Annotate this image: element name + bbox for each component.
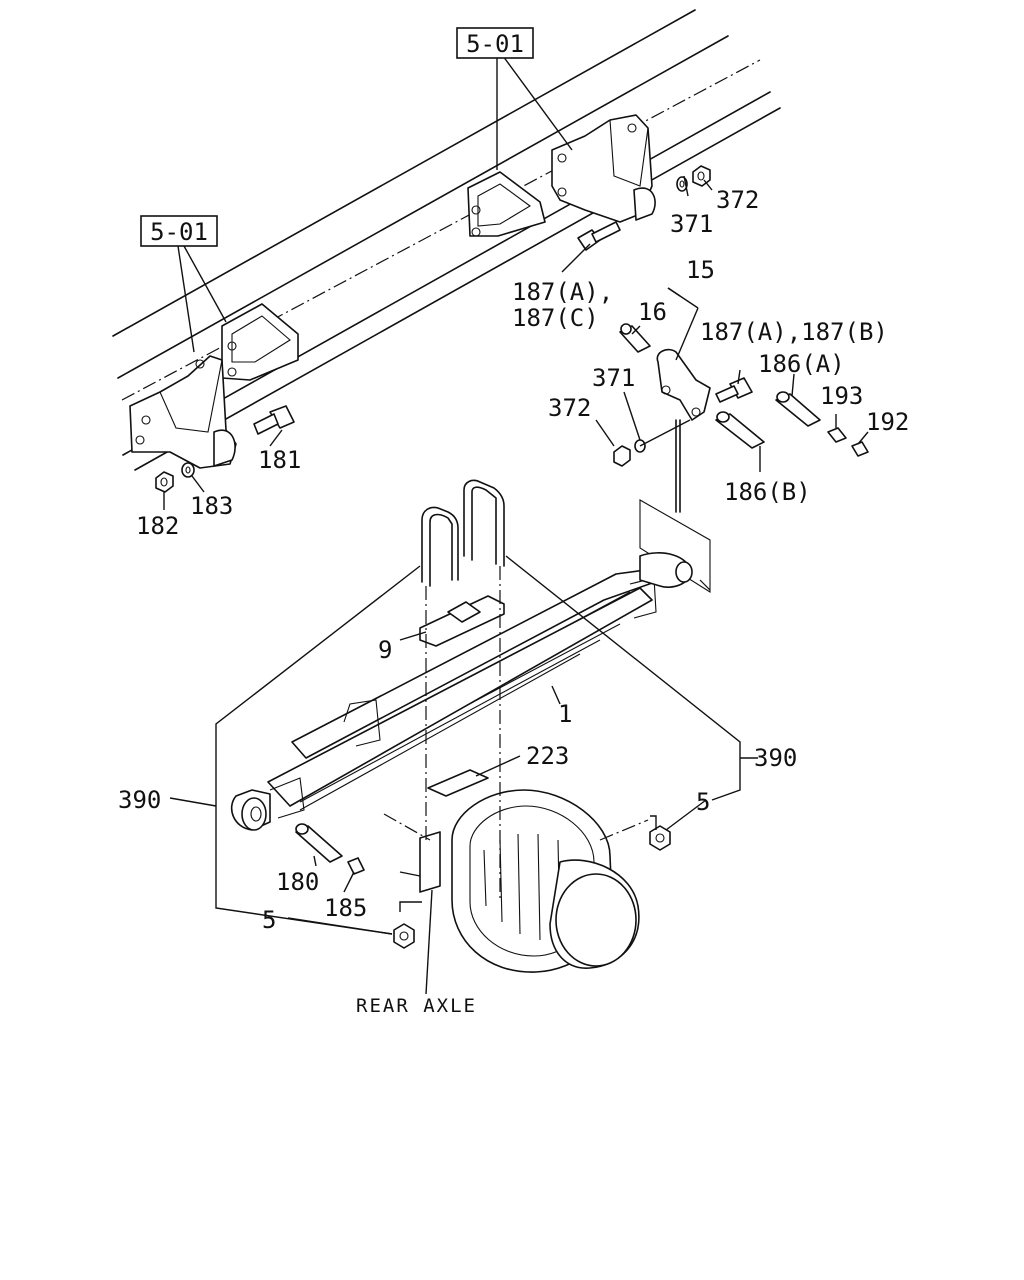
washer-183: [181, 462, 195, 478]
nut-372-mid: [613, 445, 631, 467]
label-372-top: 372: [716, 186, 759, 214]
bolt-187-mid: [715, 377, 753, 403]
rear-axle-housing: [419, 789, 640, 973]
nut-372-top: [692, 165, 711, 187]
grease-fitting-185: [347, 857, 365, 875]
spring-front-eye: [230, 789, 271, 831]
spring-seat-9: [419, 595, 505, 647]
pin-186b: [715, 411, 765, 449]
bolt-187-top: [577, 221, 621, 251]
leaf-spring-1: [267, 552, 693, 819]
rear-axle-label: REAR AXLE: [356, 995, 477, 1017]
washer-193: [827, 427, 847, 443]
label-186b: 186(B): [724, 478, 811, 506]
label-186a: 186(A): [758, 350, 845, 378]
nut-182: [155, 471, 174, 493]
pin-186a: [775, 391, 821, 427]
label-193: 193: [820, 382, 863, 410]
plate-223: [427, 769, 489, 797]
ref-box-top: 5-01: [456, 27, 534, 59]
label-181: 181: [258, 446, 301, 474]
ref-label-top: 5-01: [466, 30, 524, 58]
label-390-right: 390: [754, 744, 797, 772]
label-371-mid: 371: [592, 364, 635, 392]
label-372-mid: 372: [548, 394, 591, 422]
ref-box-left: 5-01: [140, 215, 218, 247]
nut-5-right: [649, 825, 671, 851]
front-hanger-bracket: [129, 303, 299, 469]
label-182: 182: [136, 512, 179, 540]
part-labels: 372 371 187(A), 187(C) 15 16 187(A),187(…: [118, 186, 909, 1017]
bushing-16: [619, 323, 651, 353]
label-185: 185: [324, 894, 367, 922]
label-187ab: 187(A),187(B): [700, 318, 888, 346]
shackle-15: [656, 348, 711, 421]
label-223: 223: [526, 742, 569, 770]
label-15: 15: [686, 256, 715, 284]
bolt-181: [253, 405, 295, 435]
label-183: 183: [190, 492, 233, 520]
label-180: 180: [276, 868, 319, 896]
grease-fitting-192: [851, 441, 869, 457]
label-16: 16: [638, 298, 667, 326]
rear-hanger-bracket: [467, 114, 656, 237]
label-371-top: 371: [670, 210, 713, 238]
u-bolt-right: [463, 479, 505, 567]
nut-5-left: [393, 923, 415, 949]
label-192: 192: [866, 408, 909, 436]
label-390-left: 390: [118, 786, 161, 814]
label-5-right: 5: [696, 788, 710, 816]
pin-180: [295, 823, 343, 863]
label-187c-top: 187(C): [512, 304, 599, 332]
leader-lines: [163, 55, 869, 995]
label-1: 1: [558, 700, 572, 728]
label-187a-top: 187(A),: [512, 278, 613, 306]
u-bolt-left: [421, 506, 459, 587]
ref-label-left: 5-01: [150, 218, 208, 246]
label-5-left: 5: [262, 906, 276, 934]
label-9: 9: [378, 636, 392, 664]
